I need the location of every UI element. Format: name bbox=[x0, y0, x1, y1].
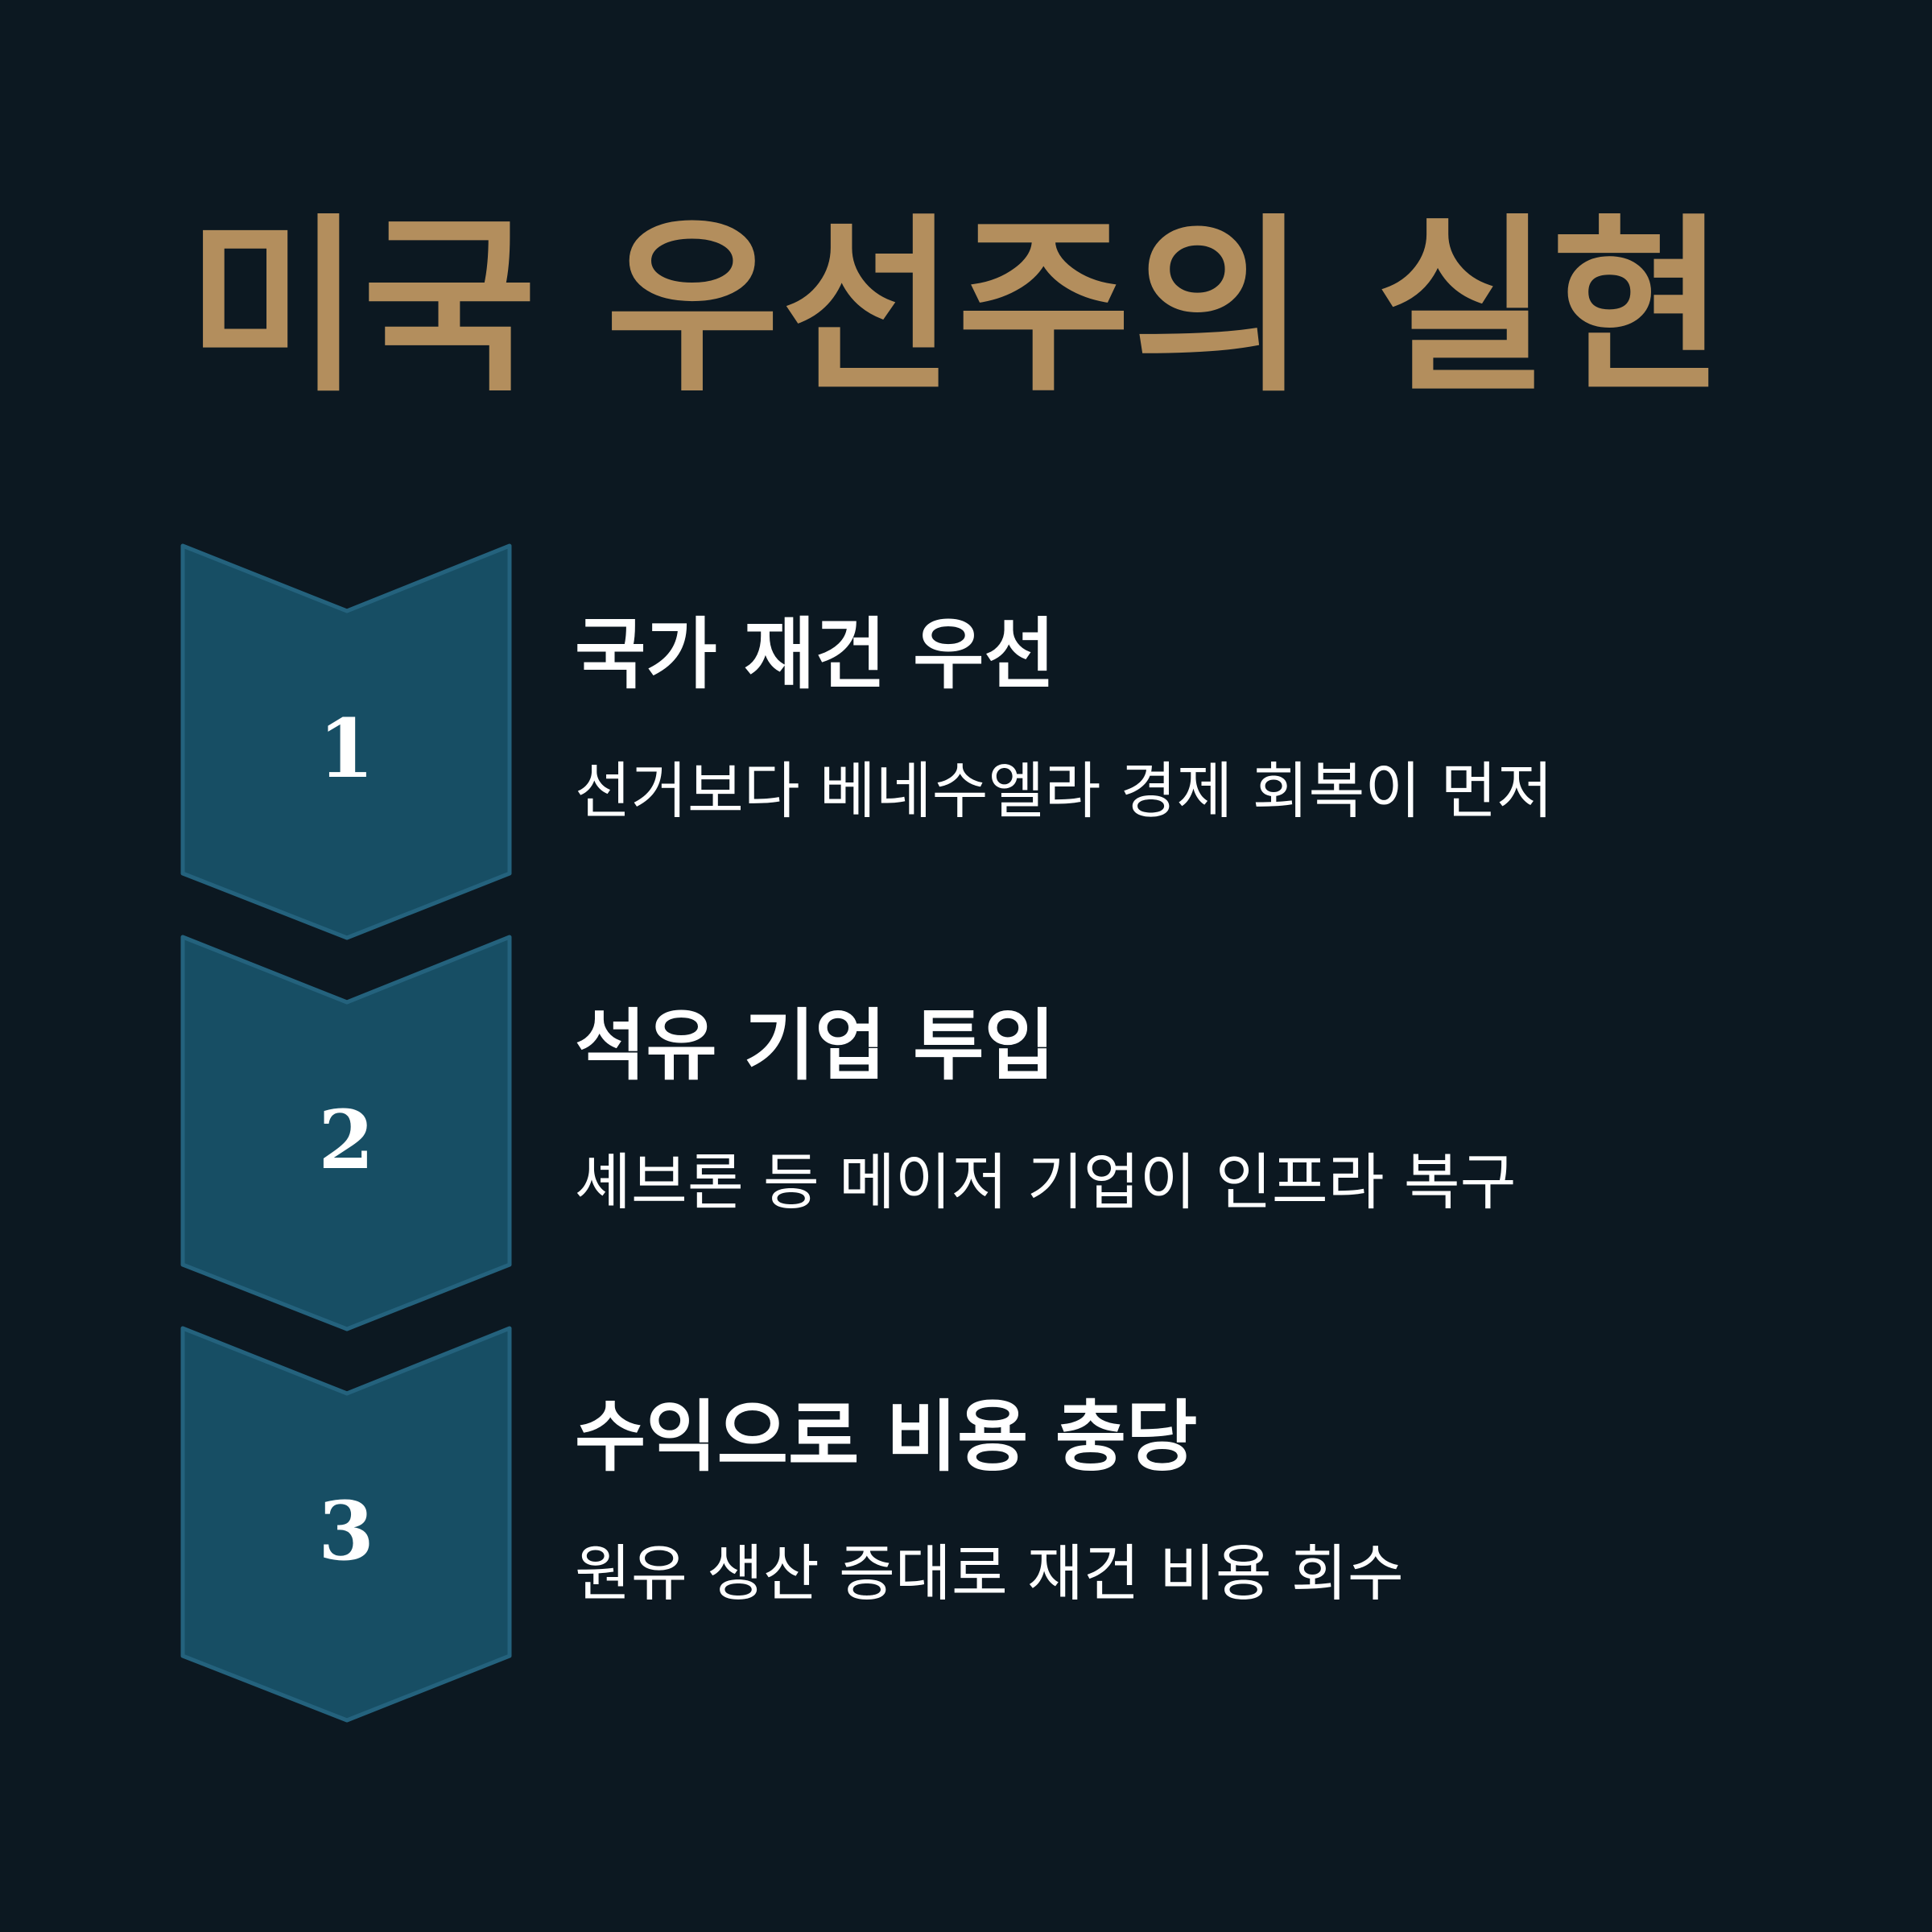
step-number: 1 bbox=[318, 701, 374, 796]
step-number: 3 bbox=[318, 1484, 374, 1579]
step-description: 선거보다 베네수엘라 경제 회복이 먼저 bbox=[575, 755, 1554, 827]
chevron-shape bbox=[180, 1326, 512, 1723]
step-description: 원유 생산 증대로 재건 비용 회수 bbox=[575, 1538, 1404, 1609]
step-heading: 국가 재건 우선 bbox=[575, 609, 1055, 700]
step-number: 2 bbox=[318, 1092, 374, 1187]
page-title: 미국 우선주의 실현 bbox=[187, 198, 1728, 418]
chevron-shape bbox=[180, 935, 512, 1331]
step-heading: 석유 기업 투입 bbox=[575, 1001, 1055, 1091]
step-description: 셰브론 등 메이저 기업이 인프라 복구 bbox=[575, 1146, 1517, 1218]
step-3: 3 수익으로 비용 충당 원유 생산 증대로 재건 비용 회수 bbox=[0, 1326, 1932, 1728]
step-heading: 수익으로 비용 충당 bbox=[575, 1392, 1198, 1482]
chevron-shape bbox=[180, 543, 512, 940]
step-1: 1 국가 재건 우선 선거보다 베네수엘라 경제 회복이 먼저 bbox=[0, 543, 1932, 946]
step-2: 2 석유 기업 투입 셰브론 등 메이저 기업이 인프라 복구 bbox=[0, 935, 1932, 1337]
